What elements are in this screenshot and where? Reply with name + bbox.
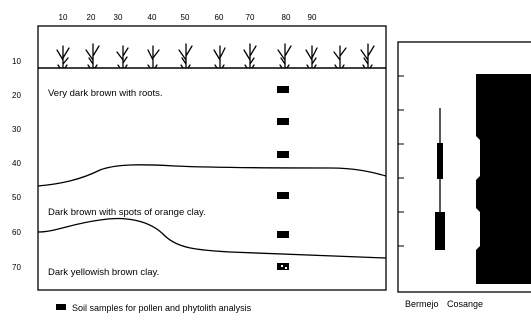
top-scale-label: 80 (282, 13, 291, 22)
plant-icon (56, 45, 70, 69)
plant-icon (147, 45, 160, 69)
plant-icon (333, 45, 347, 69)
sample-marker (277, 118, 289, 125)
comparison-ticks (398, 75, 404, 247)
depth-scale-label: 40 (12, 159, 21, 168)
sample-markers (277, 86, 289, 270)
depth-scale-label: 10 (12, 57, 21, 66)
plant-icon (277, 43, 292, 69)
layer-label-top: Very dark brown with roots. (48, 88, 163, 99)
comparison-frame (397, 41, 531, 293)
top-scale-label: 30 (114, 13, 123, 22)
top-scale-label: 40 (148, 13, 157, 22)
top-scale-label: 50 (181, 13, 190, 22)
sample-marker (277, 86, 289, 93)
plant-icon (305, 45, 318, 69)
layer-label-bottom: Dark yellowish brown clay. (48, 267, 159, 278)
top-scale-label: 60 (215, 13, 224, 22)
plant-icon (360, 43, 375, 69)
sample-marker-speck (285, 267, 287, 269)
sample-marker (277, 231, 289, 238)
depth-scale-label: 50 (12, 193, 21, 202)
plant-icon (85, 43, 100, 69)
layer-boundary-upper (37, 164, 387, 187)
top-scale-label: 10 (59, 13, 68, 22)
plant-icon (213, 45, 226, 69)
bermejo-column (435, 108, 445, 250)
legend-swatch (56, 304, 66, 310)
sample-marker (277, 151, 289, 158)
top-scale-label: 90 (308, 13, 317, 22)
layer-label-middle: Dark brown with spots of orange clay. (48, 207, 206, 218)
plant-icon (116, 45, 129, 69)
top-scale: 10 20 30 40 50 60 70 80 90 (59, 13, 317, 22)
layer-boundary-lower (37, 217, 387, 259)
surface-vegetation (56, 43, 375, 69)
depth-scale: 10 20 30 40 50 60 70 (12, 57, 21, 272)
legend: Soil samples for pollen and phytolith an… (56, 303, 252, 313)
plant-icon (178, 43, 193, 69)
top-scale-label: 20 (87, 13, 96, 22)
depth-scale-label: 30 (12, 125, 21, 134)
plant-icon (243, 43, 257, 69)
column-label-cosange: Cosange (447, 299, 483, 309)
legend-label: Soil samples for pollen and phytolith an… (72, 303, 252, 313)
depth-scale-label: 70 (12, 263, 21, 272)
cosange-column (476, 74, 531, 284)
depth-scale-label: 20 (12, 91, 21, 100)
profile-frame (37, 25, 387, 291)
sample-marker-speck (281, 265, 283, 267)
depth-scale-label: 60 (12, 228, 21, 237)
top-scale-label: 70 (246, 13, 255, 22)
sample-marker (277, 192, 289, 199)
column-label-bermejo: Bermejo (405, 299, 439, 309)
